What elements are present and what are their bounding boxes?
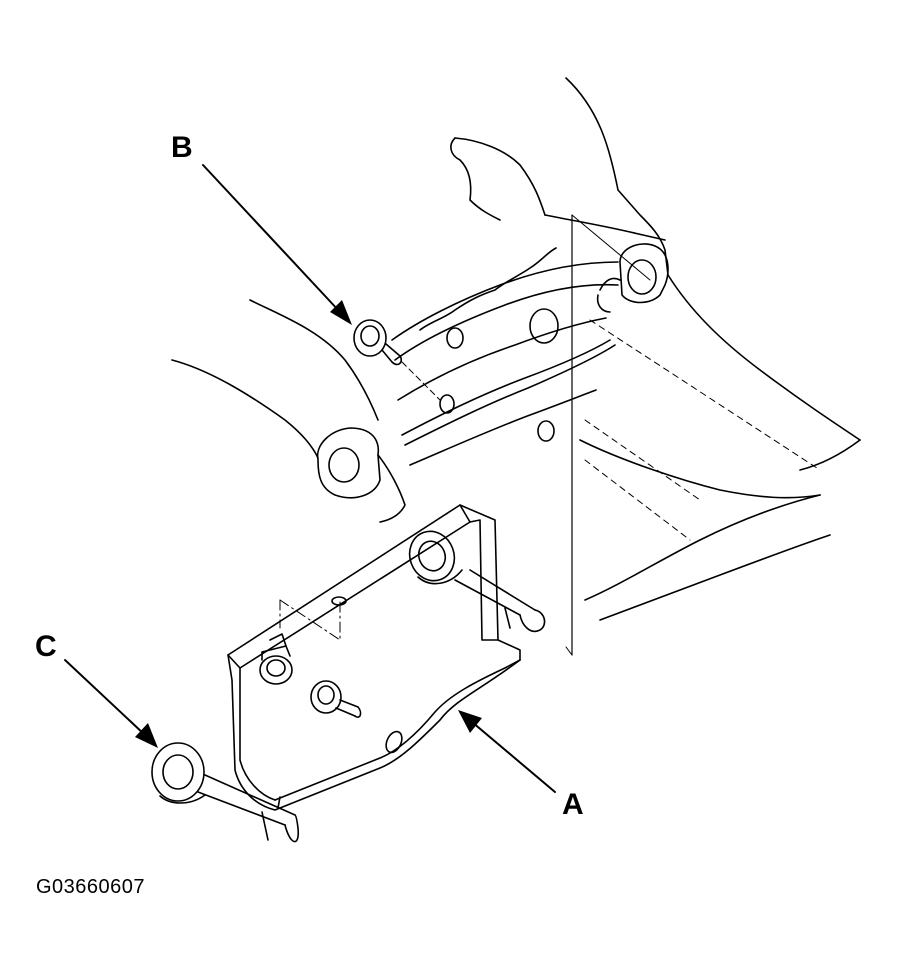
bolt-c — [151, 742, 300, 843]
bolt-b — [353, 319, 441, 401]
transmission-housing — [171, 77, 861, 621]
leader-arrow-a — [458, 710, 556, 793]
callout-label-a: A — [562, 788, 584, 821]
callout-label-c: C — [35, 630, 57, 663]
mount-bracket — [227, 504, 521, 811]
bracket-bolt-1 — [259, 633, 293, 685]
leader-arrow-c — [64, 659, 158, 748]
alignment-line-diagonal — [571, 214, 651, 281]
leader-arrow-b — [202, 164, 352, 325]
figure-id: G03660607 — [36, 876, 146, 898]
bracket-bolt-2 — [310, 680, 362, 718]
through-bolt-upper — [408, 530, 546, 633]
callout-label-b: B — [171, 131, 193, 164]
